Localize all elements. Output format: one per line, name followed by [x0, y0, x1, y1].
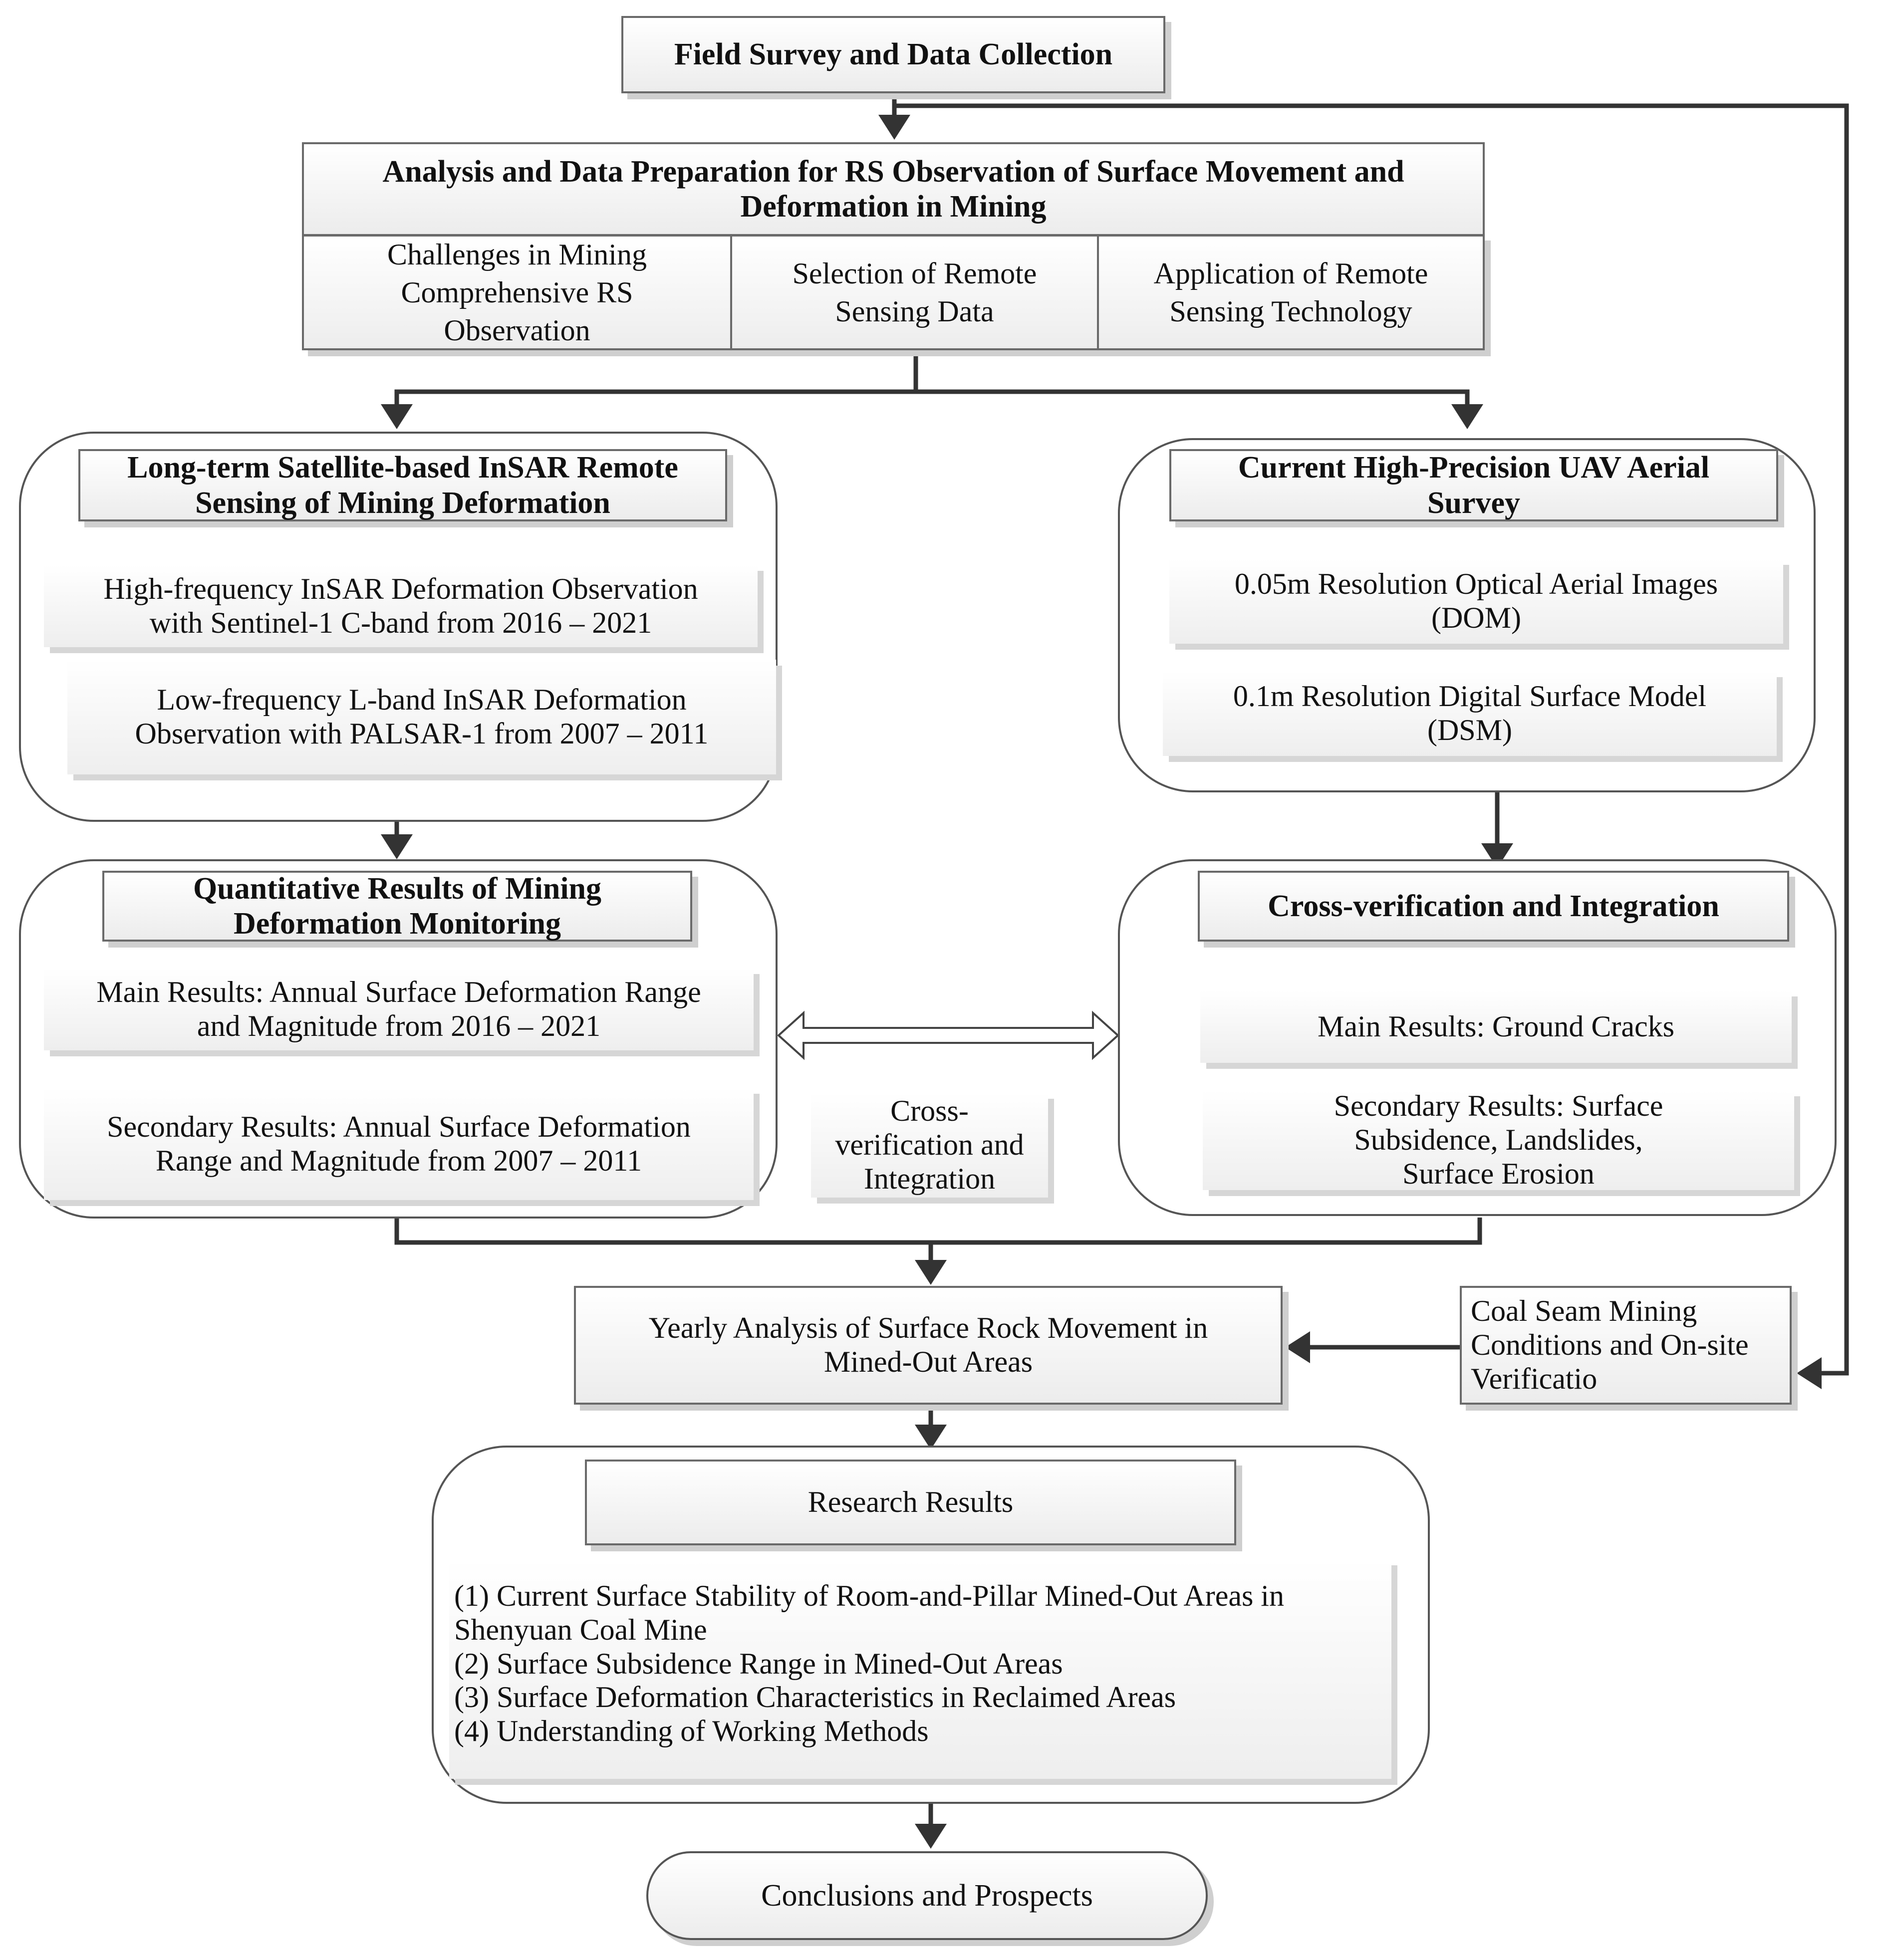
quant-title-box: Quantitative Results of Mining Deformati…	[102, 871, 692, 942]
analysis-title-box: Analysis and Data Preparation for RS Obs…	[302, 142, 1485, 236]
arrow-feedback-loop	[894, 103, 1849, 1376]
coal-seam-box: Coal Seam Mining Conditions and On-site …	[1460, 1286, 1792, 1405]
double-arrow	[777, 1010, 1119, 1060]
arrowhead	[1481, 843, 1513, 868]
arrow-analysis-split	[394, 349, 918, 404]
analysis-cell-challenges: Challenges in Mining Comprehensive RS Ob…	[304, 237, 732, 348]
uav-title-box: Current High-Precision UAV Aerial Survey	[1169, 449, 1778, 521]
arrowhead	[1285, 1331, 1310, 1363]
cross-verification-label: Cross- verification and Integration	[811, 1093, 1048, 1198]
insar-item-sentinel: High-frequency InSAR Deformation Observa…	[44, 565, 758, 647]
arrow-merge-to-yearly	[394, 1218, 1482, 1245]
quant-item-secondary: Secondary Results: Annual Surface Deform…	[44, 1088, 754, 1200]
cross-title-box: Cross-verification and Integration	[1198, 871, 1789, 942]
cross-item-main: Main Results: Ground Cracks	[1200, 990, 1792, 1063]
arrowhead	[915, 1425, 947, 1450]
arrowhead	[915, 1824, 947, 1849]
arrowhead	[381, 404, 413, 429]
quant-item-main: Main Results: Annual Surface Deformation…	[44, 968, 754, 1050]
cross-item-secondary: Secondary Results: Surface Subsidence, L…	[1203, 1089, 1794, 1190]
conclusions-box: Conclusions and Prospects	[646, 1851, 1208, 1940]
uav-item-dsm: 0.1m Resolution Digital Surface Model (D…	[1163, 671, 1777, 756]
research-title-box: Research Results	[585, 1460, 1236, 1545]
uav-item-dom: 0.05m Resolution Optical Aerial Images (…	[1169, 559, 1783, 644]
analysis-cell-application: Application of Remote Sensing Technology	[1099, 237, 1483, 348]
arrowhead	[1797, 1357, 1822, 1389]
field-survey-label: Field Survey and Data Collection	[674, 37, 1113, 72]
analysis-title: Analysis and Data Preparation for RS Obs…	[382, 154, 1404, 224]
insar-item-palsar: Low-frequency L-band InSAR Deformation O…	[67, 660, 776, 774]
arrowhead	[381, 834, 413, 859]
analysis-cells: Challenges in Mining Comprehensive RS Ob…	[302, 235, 1485, 350]
arrowhead	[915, 1260, 947, 1285]
field-survey-box: Field Survey and Data Collection	[621, 16, 1165, 93]
insar-title-box: Long-term Satellite-based InSAR Remote S…	[78, 449, 727, 521]
yearly-analysis-box: Yearly Analysis of Surface Rock Movement…	[574, 1286, 1283, 1405]
arrowhead	[878, 115, 910, 140]
arrowhead	[1451, 404, 1483, 429]
research-body: (1) Current Surface Stability of Room-an…	[449, 1559, 1391, 1779]
analysis-cell-selection: Selection of Remote Sensing Data	[732, 237, 1099, 348]
